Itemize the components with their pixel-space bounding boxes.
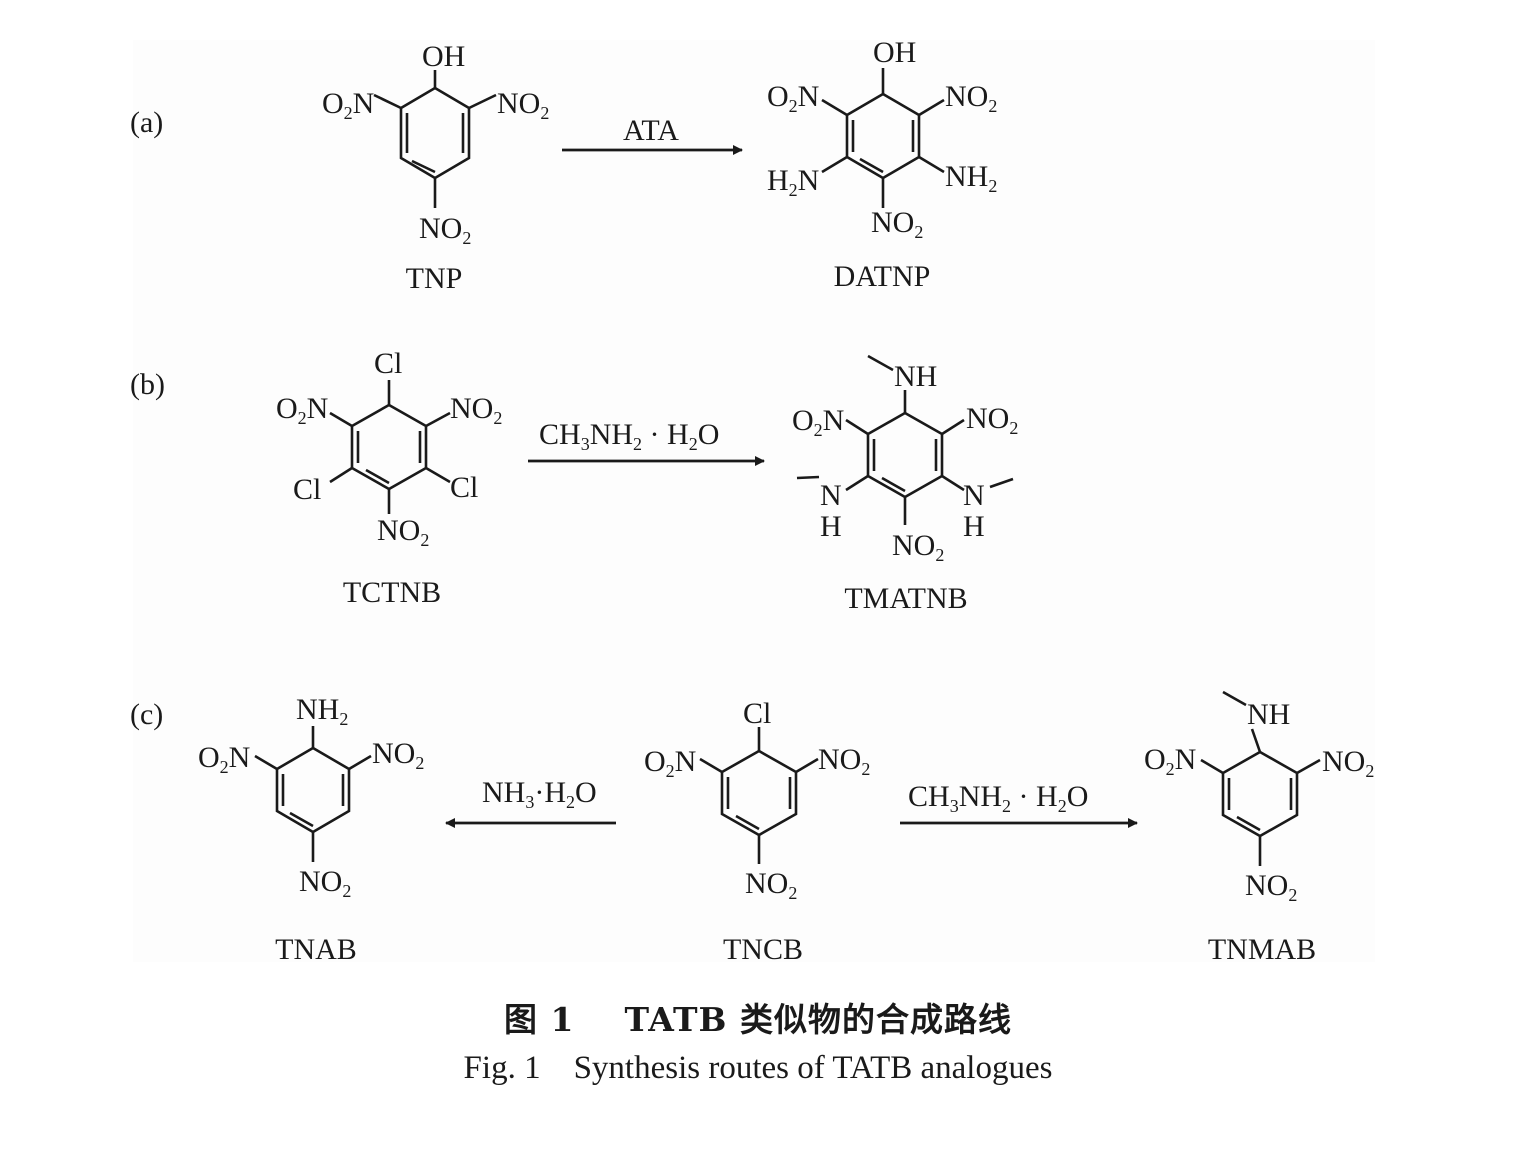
caption-english: Fig. 1 Synthesis routes of TATB analogue… bbox=[0, 1050, 1516, 1087]
tctnb-name: TCTNB bbox=[343, 576, 441, 609]
tnp-oh: OH bbox=[422, 40, 465, 73]
datnp-o2n: O2N bbox=[767, 80, 819, 116]
figure-background bbox=[133, 40, 1375, 962]
datnp-structure bbox=[821, 68, 945, 208]
tnab-name: TNAB bbox=[275, 933, 357, 966]
tnmab-structure bbox=[1200, 690, 1321, 866]
tnab-structure bbox=[254, 726, 372, 862]
tctnb-cl-left: Cl bbox=[293, 473, 321, 506]
reagent-c-left: NH3·H2O bbox=[482, 776, 597, 812]
tnmab-nh: NH bbox=[1247, 698, 1290, 731]
tmatnb-n-right: N bbox=[963, 479, 985, 512]
tnmab-name: TNMAB bbox=[1208, 933, 1316, 966]
tctnb-cl-top: Cl bbox=[374, 347, 402, 380]
tmatnb-n-left: N bbox=[820, 479, 842, 512]
reagent-a: ATA bbox=[623, 114, 679, 147]
panel-c-label: (c) bbox=[130, 698, 163, 731]
tmatnb-o2n: O2N bbox=[792, 404, 844, 440]
panel-b: (b) Cl O2N NO2 Cl Cl NO2 TCTNB CH3NH2 · … bbox=[130, 347, 1018, 615]
panel-a-label: (a) bbox=[130, 106, 163, 139]
tnp-structure bbox=[373, 70, 497, 208]
caption-cn-number: 图 1 bbox=[504, 1000, 575, 1039]
reagent-c-right: CH3NH2 · H2O bbox=[908, 780, 1088, 816]
tmatnb-h-right: H bbox=[963, 510, 985, 543]
tnmab-o2n: O2N bbox=[1144, 743, 1196, 779]
tmatnb-name: TMATNB bbox=[844, 582, 967, 615]
tncb-structure bbox=[699, 727, 819, 864]
caption-chinese: 图 1 TATB 类似物的合成路线 bbox=[0, 993, 1516, 1041]
tctnb-structure bbox=[329, 380, 451, 514]
reagent-b: CH3NH2 · H2O bbox=[539, 418, 719, 454]
tnp-name: TNP bbox=[406, 262, 463, 295]
tncb-cl: Cl bbox=[743, 697, 771, 730]
datnp-no2-bottom: NO2 bbox=[871, 206, 923, 242]
tctnb-cl-right: Cl bbox=[450, 471, 478, 504]
panel-b-label: (b) bbox=[130, 368, 165, 401]
tmatnb-h-left: H bbox=[820, 510, 842, 543]
caption-en-title: Synthesis routes of TATB analogues bbox=[573, 1050, 1053, 1086]
tncb-name: TNCB bbox=[723, 933, 803, 966]
datnp-name: DATNP bbox=[834, 260, 931, 293]
panel-a: (a) OH O2N NO2 NO2 TNP ATA bbox=[130, 36, 997, 295]
caption-cn-title: TATB 类似物的合成路线 bbox=[624, 1000, 1012, 1039]
datnp-oh: OH bbox=[873, 36, 916, 69]
caption-en-number: Fig. 1 bbox=[463, 1050, 541, 1086]
tmatnb-nh-top: NH bbox=[894, 360, 937, 393]
tmatnb-structure bbox=[796, 354, 1014, 525]
